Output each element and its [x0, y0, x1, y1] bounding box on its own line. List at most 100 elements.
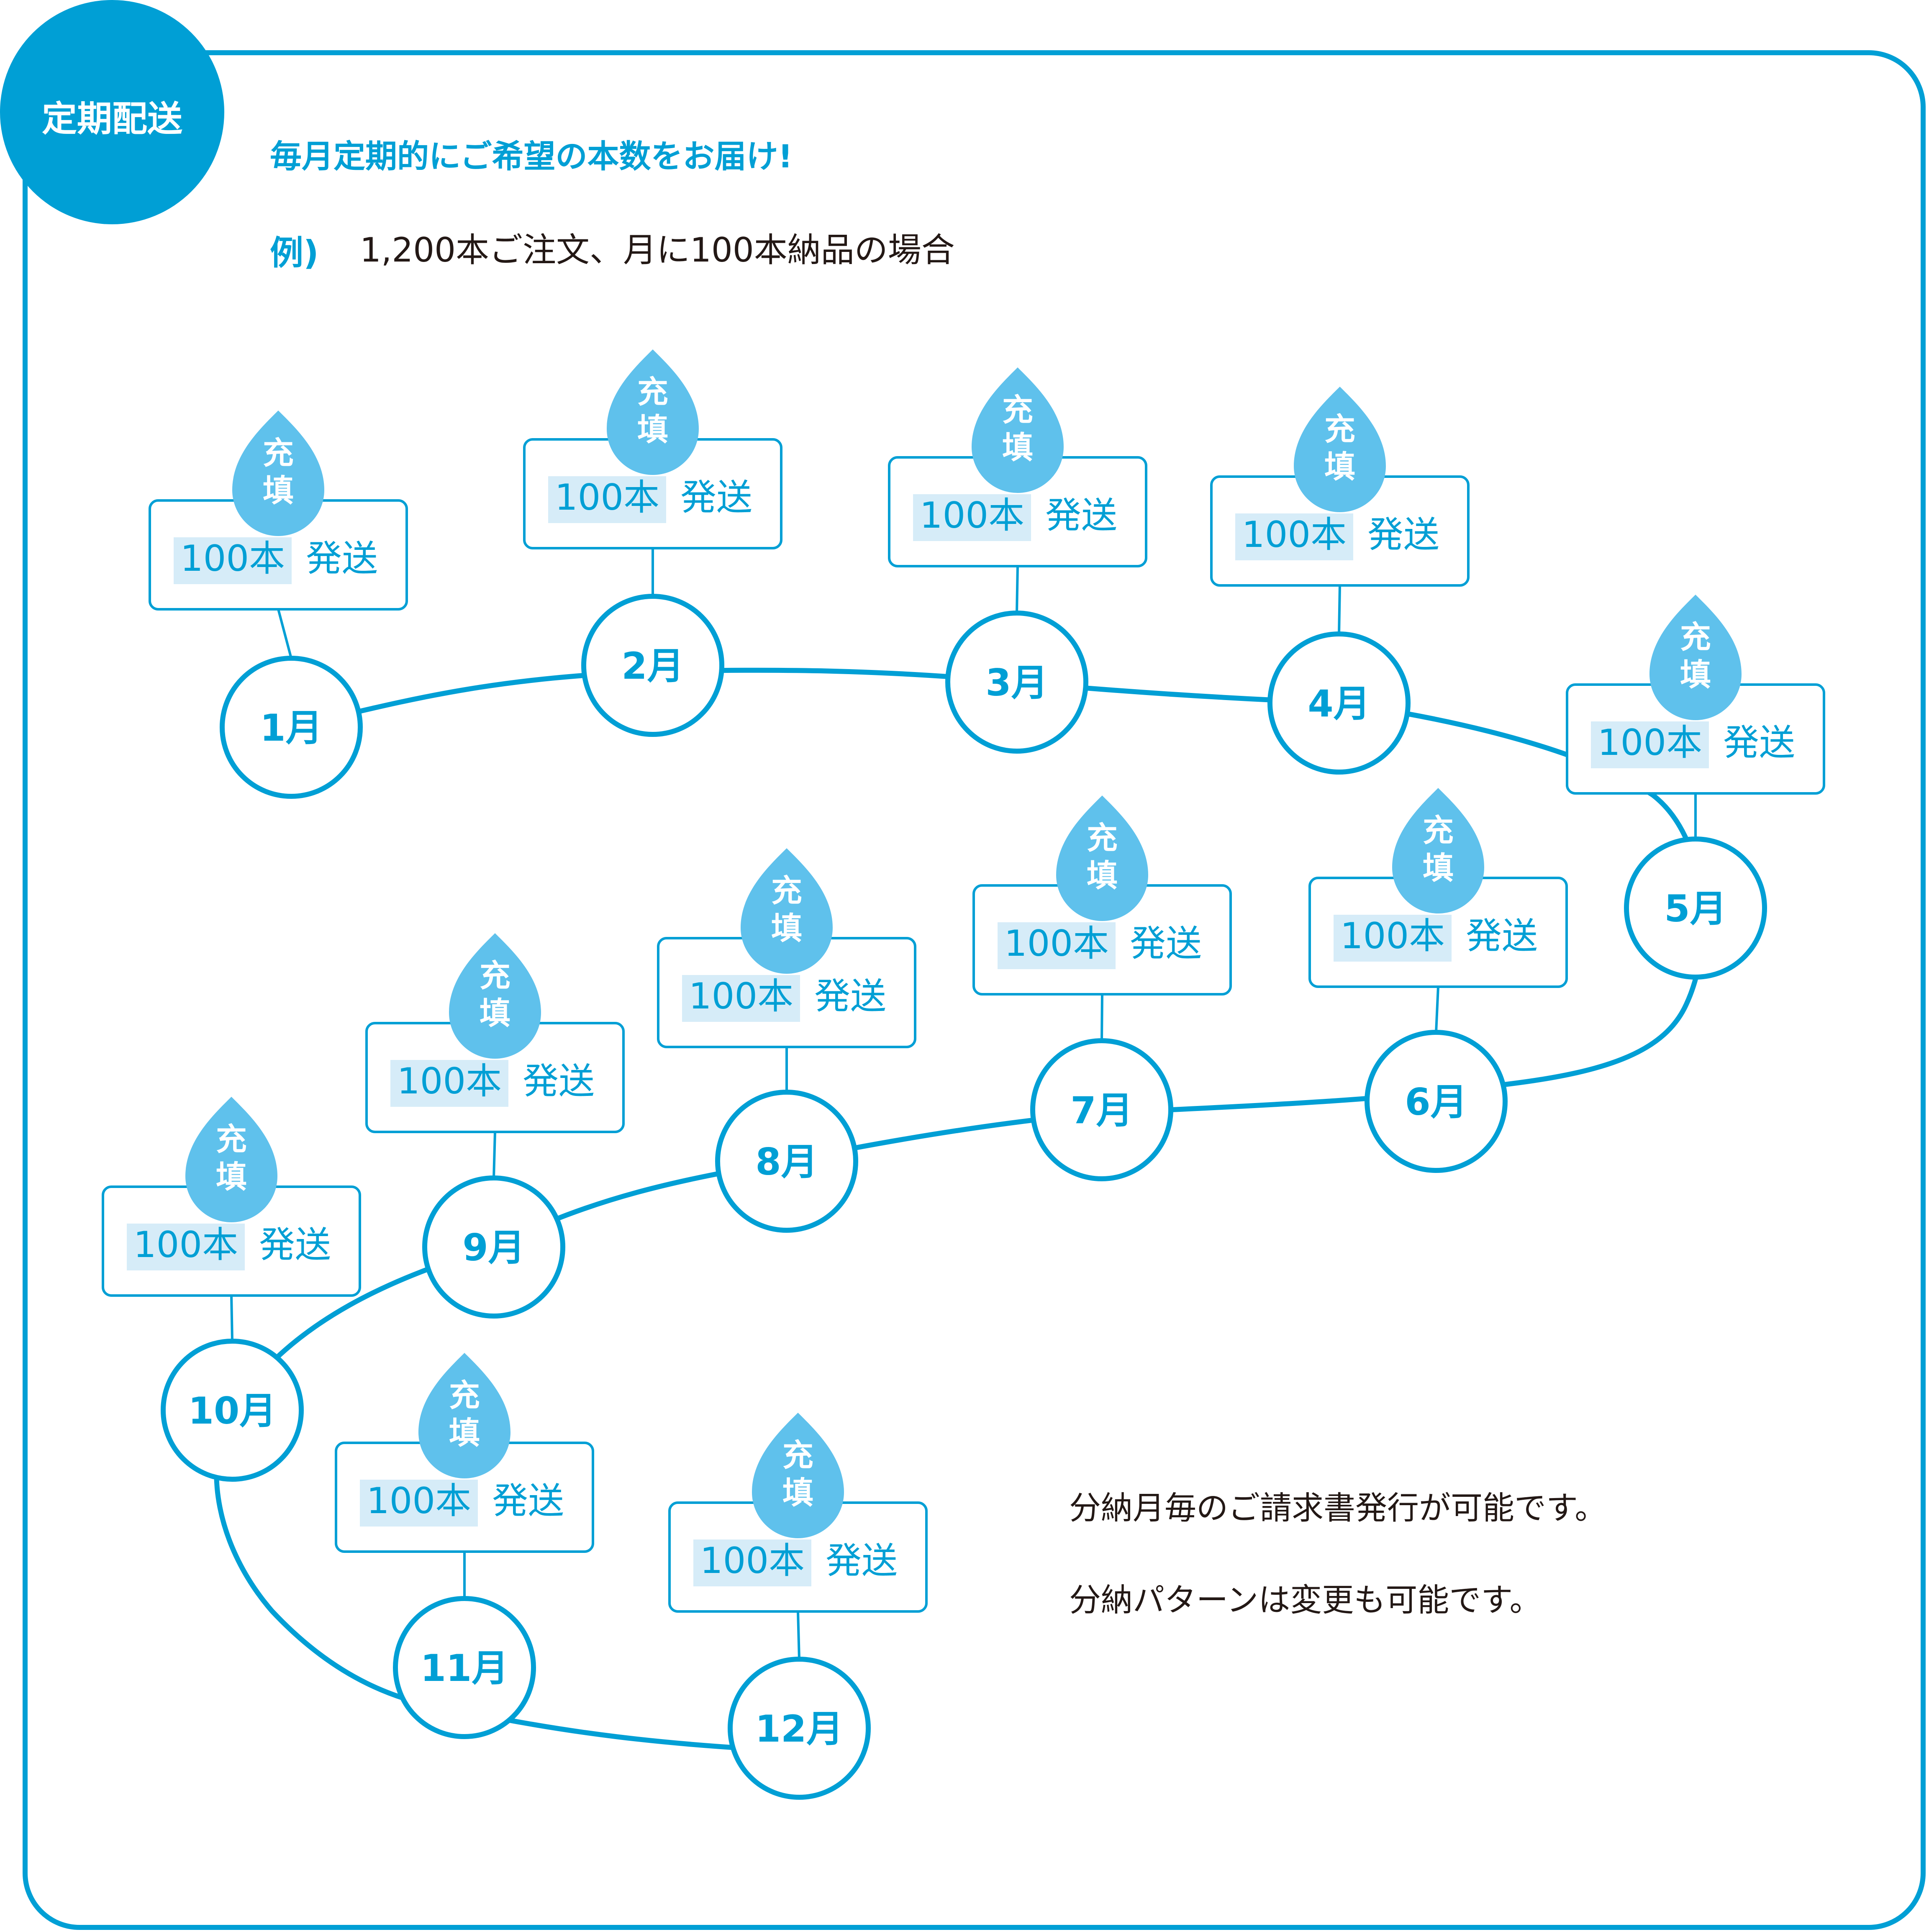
month-step-12: 100本発送充填12月 [668, 1413, 928, 1800]
drop-label-top: 充 [1002, 392, 1033, 428]
drop-icon [1294, 387, 1386, 512]
month-circle [728, 1657, 871, 1800]
drop-label-top: 充 [1680, 619, 1711, 655]
quantity-highlight [682, 975, 800, 1022]
month-circle [422, 1175, 565, 1319]
drop-label-top: 充 [263, 435, 294, 471]
badge-circle [0, 0, 224, 224]
quantity-highlight [1334, 915, 1452, 962]
month-circle [945, 611, 1088, 754]
drop-label-top: 充 [637, 374, 668, 410]
month-steps: 100本発送充填1月100本発送充填2月100本発送充填3月100本発送充填4月… [102, 349, 1825, 1800]
connector-line [1435, 986, 1439, 1033]
month-label: 7月 [1070, 1089, 1133, 1132]
month-step-6: 100本発送充填6月 [1308, 788, 1568, 1173]
drop-label-bottom: 填 [263, 473, 294, 509]
shipment-quantity: 100本 [689, 975, 793, 1017]
drop-icon [1649, 595, 1742, 720]
shipment-quantity: 100本 [367, 1480, 471, 1522]
month-circle [220, 656, 363, 799]
outer-frame [23, 50, 1926, 1930]
drop-icon [418, 1353, 510, 1478]
month-label: 9月 [462, 1226, 525, 1269]
drop-label-bottom: 填 [782, 1475, 813, 1511]
shipment-quantity: 100本 [555, 477, 659, 518]
drop-label-bottom: 填 [1002, 430, 1033, 466]
shipment-action: 発送 [826, 1540, 898, 1582]
month-circle [715, 1090, 858, 1233]
drop-icon [1392, 788, 1484, 913]
month-step-10: 100本発送充填10月 [102, 1097, 361, 1482]
quantity-highlight [693, 1539, 811, 1586]
drop-label-top: 充 [1087, 820, 1118, 856]
month-label: 3月 [985, 661, 1048, 704]
month-label: 10月 [188, 1389, 276, 1432]
drop-label-bottom: 填 [1324, 449, 1355, 485]
drop-label-top: 充 [216, 1121, 247, 1157]
drop-label-bottom: 填 [480, 996, 510, 1031]
note-pattern: 分納パターンは変更も可能です。 [1069, 1581, 1542, 1619]
drop-label-top: 充 [771, 873, 802, 909]
headline: 毎月定期的にご希望の本数をお届け! [270, 138, 793, 175]
shipment-action: 発送 [523, 1060, 595, 1102]
shipment-quantity: 100本 [1242, 514, 1347, 556]
month-circle [161, 1339, 304, 1482]
month-label: 8月 [755, 1140, 818, 1183]
month-label: 1月 [260, 706, 322, 749]
connector-line [277, 609, 292, 659]
connector-line [1016, 566, 1019, 613]
month-step-7: 100本発送 充填 7月 [972, 795, 1232, 1181]
drop-label-bottom: 填 [1680, 657, 1711, 693]
drop-icon [185, 1097, 277, 1222]
shipment-quantity: 100本 [920, 495, 1024, 536]
drop-label-bottom: 填 [1087, 858, 1118, 894]
shipment-quantity: 100本 [1340, 915, 1445, 957]
example-prefix: 例) [270, 233, 319, 272]
drop-label-bottom: 填 [637, 412, 668, 448]
shipment-action: 発送 [814, 975, 886, 1017]
drop-icon [449, 933, 541, 1059]
month-label: 12月 [755, 1707, 843, 1750]
drop-label-bottom: 填 [449, 1415, 480, 1451]
month-circle [1624, 836, 1767, 980]
note-invoice: 分納月毎のご請求書発行が可能です。 [1069, 1489, 1606, 1527]
month-label: 11月 [421, 1647, 508, 1690]
month-label: 4月 [1308, 682, 1370, 725]
quantity-highlight [390, 1060, 508, 1107]
month-step-2: 100本発送充填2月 [523, 349, 782, 737]
shipment-quantity: 100本 [1004, 923, 1109, 965]
shipment-action: 発送 [259, 1224, 331, 1266]
drop-label-top: 充 [449, 1378, 480, 1414]
month-circle [393, 1596, 536, 1739]
drop-label-top: 充 [1423, 813, 1454, 849]
shipment-quantity: 100本 [397, 1060, 502, 1102]
quantity-highlight [360, 1480, 478, 1527]
drop-icon [607, 349, 699, 475]
example-text: 1,200本ご注文、月に100本納品の場合 [360, 231, 955, 269]
month-circle [1267, 631, 1411, 775]
shipment-action: 発送 [1367, 514, 1439, 556]
shipment-quantity: 100本 [133, 1224, 238, 1266]
badge-label: 定期配送 [42, 98, 182, 139]
shipment-action: 発送 [680, 477, 752, 518]
shipment-action: 発送 [306, 538, 378, 580]
drop-label-top: 充 [480, 958, 510, 994]
shipment-quantity: 100本 [180, 538, 285, 580]
month-label: 5月 [1664, 887, 1726, 930]
quantity-highlight [1235, 513, 1353, 560]
month-step-3: 100本発送充填3月 [888, 367, 1147, 754]
shipment-quantity: 100本 [1598, 722, 1702, 764]
drop-icon [752, 1413, 844, 1538]
month-circle [581, 594, 724, 737]
quantity-highlight [127, 1224, 245, 1270]
drop-label-top: 充 [1324, 411, 1355, 447]
quantity-highlight [1591, 721, 1709, 768]
drop-label-bottom: 填 [771, 911, 802, 947]
drop-icon [972, 367, 1064, 493]
shipment-action: 発送 [1130, 923, 1202, 965]
shipment-action: 発送 [1466, 915, 1538, 957]
month-step-8: 100本発送 充填 8月 [657, 848, 916, 1233]
month-label: 6月 [1405, 1080, 1467, 1124]
connector-line [493, 1131, 496, 1178]
drop-icon [232, 411, 324, 536]
